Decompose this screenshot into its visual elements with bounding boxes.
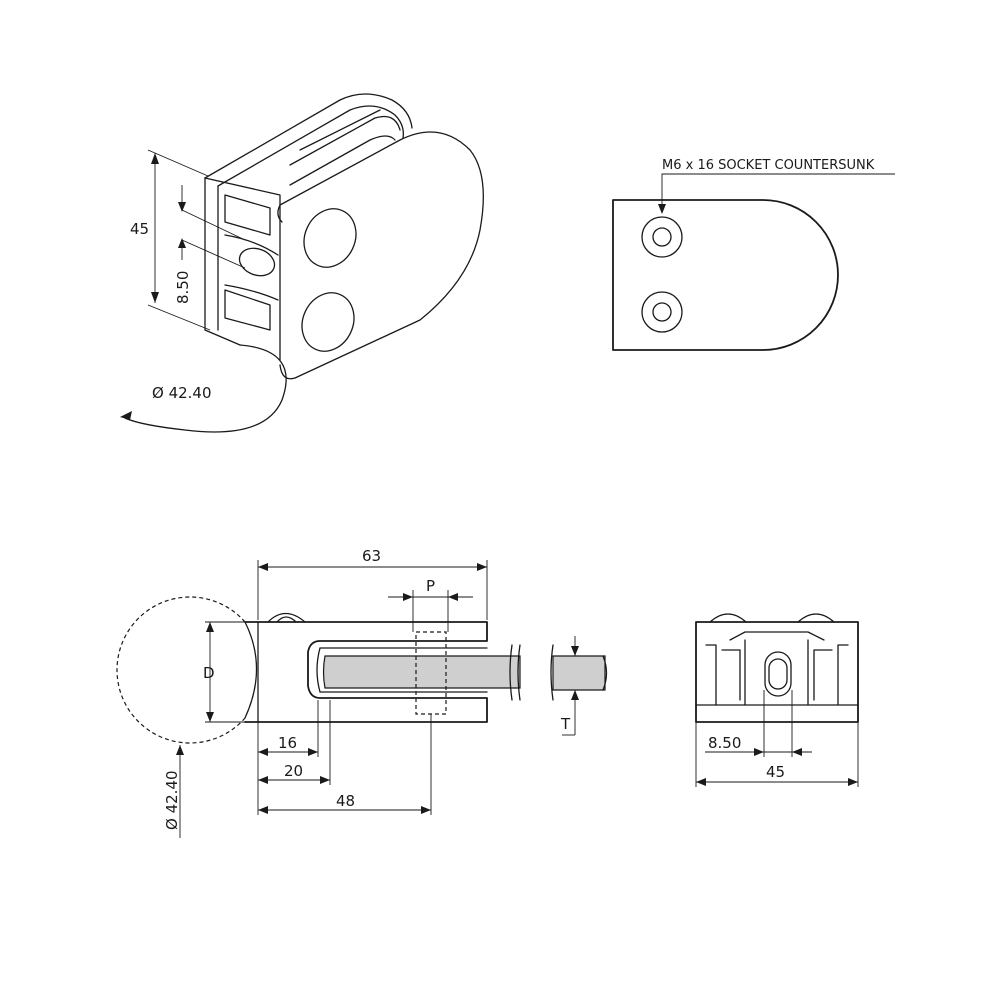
iso-arrow-850-top (178, 202, 186, 212)
iso-arrow-diameter (120, 411, 132, 420)
iso-inner-top-edge (217, 105, 404, 187)
side-dim-16-label: 16 (278, 734, 297, 752)
iso-arrow-850-bottom (178, 238, 186, 248)
side-body-outline (244, 621, 488, 723)
iso-ext-line-top (147, 149, 209, 177)
iso-saddle-curve-1 (224, 234, 279, 256)
top-view-note-label: M6 x 16 SOCKET COUNTERSUNK (662, 158, 875, 173)
iso-cutout-bottom (224, 289, 271, 331)
side-dim-diameter-label: Ø 42.40 (163, 770, 181, 830)
side-glass-section (552, 655, 606, 691)
isometric-view: 45 8.50 Ø 42.40 (120, 93, 484, 433)
end-arrow-850-right (792, 748, 802, 756)
side-dim-20-label: 20 (284, 762, 303, 780)
side-arrow-t-top (571, 646, 579, 656)
side-dim-63-label: 63 (362, 547, 381, 565)
end-bolt-head-2 (797, 613, 835, 623)
top-view-leader (661, 173, 895, 212)
side-arrow-63-right (477, 563, 487, 571)
side-arrow-p-left (403, 593, 413, 601)
side-arrow-t-bottom (571, 690, 579, 700)
end-dim-850-label: 8.50 (708, 734, 741, 752)
end-arrow-45-left (696, 778, 706, 786)
side-gasket-lines (319, 647, 488, 693)
iso-plate-hole-top (303, 208, 357, 268)
end-view: 8.50 45 (695, 613, 859, 787)
side-glass-break-right (550, 644, 554, 701)
side-glass-panel (322, 655, 521, 689)
side-bolt-head-1-inner (276, 616, 297, 623)
side-glass-break-left-2 (509, 644, 513, 701)
side-bolt-head-1 (267, 612, 306, 623)
iso-back-left-edge (204, 177, 241, 346)
top-view-leader-arrow (658, 204, 666, 214)
iso-ext-line-bottom (147, 304, 211, 331)
side-arrow-48-right (421, 806, 431, 814)
side-dim-d-label: D (203, 664, 215, 682)
iso-dim-45-label: 45 (130, 220, 149, 238)
top-view-bolt-1 (641, 216, 683, 258)
top-view-outline (612, 199, 839, 351)
side-tube-circle (116, 596, 246, 744)
side-arrow-20-left (258, 776, 268, 784)
top-view: M6 x 16 SOCKET COUNTERSUNK (612, 158, 895, 351)
iso-dim-diameter-label: Ø 42.40 (152, 384, 212, 402)
top-view-bolt-2 (641, 291, 683, 333)
side-arrow-16-left (258, 748, 268, 756)
top-view-bolt-1-socket (652, 227, 672, 247)
end-bolt-head-1 (709, 613, 747, 623)
iso-cutout-top (224, 194, 271, 236)
side-saddle-arc (244, 621, 258, 719)
end-bolt-hole-outer (764, 651, 792, 697)
iso-arrow-45-top (151, 153, 159, 164)
side-arrow-d-bottom (206, 712, 214, 722)
side-gasket-end (316, 647, 321, 693)
iso-ext-850-lower (181, 239, 246, 269)
end-dim-45-label: 45 (766, 763, 785, 781)
iso-left-face (204, 177, 281, 361)
side-arrow-p-right (448, 593, 458, 601)
side-arrow-63-left (258, 563, 268, 571)
end-recess-inner (721, 649, 833, 701)
top-view-bolt-2-socket (652, 302, 672, 322)
side-arrow-d-top (206, 622, 214, 632)
iso-tube-arc (124, 344, 287, 433)
side-arrow-diameter (176, 745, 184, 755)
iso-slot-edge-1 (289, 115, 401, 166)
side-glass-break-left (517, 644, 521, 701)
side-dim-t-label: T (560, 715, 571, 733)
end-recess-sides (705, 644, 849, 706)
iso-slot-edge-3 (299, 109, 381, 151)
iso-bolt-hole (238, 247, 276, 277)
side-glass-edge (602, 655, 608, 691)
iso-dim-850-label: 8.50 (174, 271, 192, 304)
side-dim-p-label: P (426, 577, 435, 595)
iso-slot-edge-2 (289, 135, 396, 186)
end-recess-top (729, 631, 825, 641)
end-arrow-45-right (848, 778, 858, 786)
end-slot-walls (744, 639, 809, 706)
end-view-outline (695, 621, 859, 723)
side-dim-48-label: 48 (336, 792, 355, 810)
side-arrow-48-left (258, 806, 268, 814)
side-arrow-16-right (308, 748, 318, 756)
iso-saddle-curve-2 (224, 284, 279, 301)
iso-back-top-edge (204, 93, 413, 179)
iso-front-plate-outline (279, 131, 484, 380)
iso-arrow-45-bottom (151, 292, 159, 303)
side-arrow-20-right (320, 776, 330, 784)
end-bolt-hole-inner (768, 658, 788, 690)
iso-front-plate-corner (277, 204, 283, 223)
iso-plate-hole-bottom (301, 292, 355, 352)
iso-ext-850-upper (181, 209, 246, 241)
side-view: 63 P D 16 20 48 (116, 547, 608, 838)
end-arrow-850-left (754, 748, 764, 756)
